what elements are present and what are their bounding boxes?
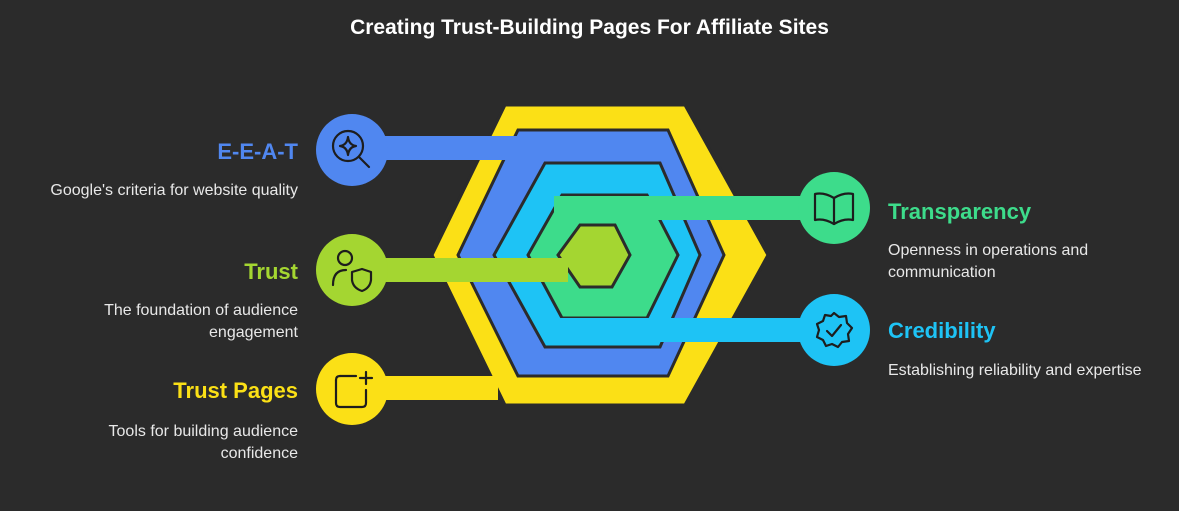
transparency-connector: [554, 196, 834, 220]
eeat-label: E-E-A-T: [217, 139, 298, 164]
trust-label: Trust: [244, 259, 298, 284]
trust-description: The foundation of audience engagement: [104, 302, 298, 341]
credibility-node: [798, 294, 870, 366]
trust-pages-label: Trust Pages: [173, 378, 298, 403]
search-sparkle-icon: [331, 129, 371, 169]
transparency-label: Transparency: [888, 199, 1032, 224]
credibility-description: Establishing reliability and expertise: [888, 362, 1142, 379]
open-book-icon: [813, 192, 855, 226]
trust-pages-node: [316, 353, 388, 425]
credibility-connector: [560, 318, 834, 342]
user-shield-icon: [331, 249, 373, 293]
trust-node: [316, 234, 388, 306]
credibility-label: Credibility: [888, 318, 996, 343]
transparency-node: [798, 172, 870, 244]
trust-pages-description: Tools for building audience confidence: [108, 423, 298, 462]
page-plus-icon: [334, 370, 374, 409]
eeat-node: [316, 114, 388, 186]
transparency-description: Openness in operations and communication: [888, 242, 1089, 281]
page-title: Creating Trust-Building Pages For Affili…: [350, 16, 829, 39]
trust-hexagon: [556, 223, 632, 289]
verified-badge-icon: [815, 311, 854, 349]
eeat-description: Google's criteria for website quality: [50, 182, 298, 199]
